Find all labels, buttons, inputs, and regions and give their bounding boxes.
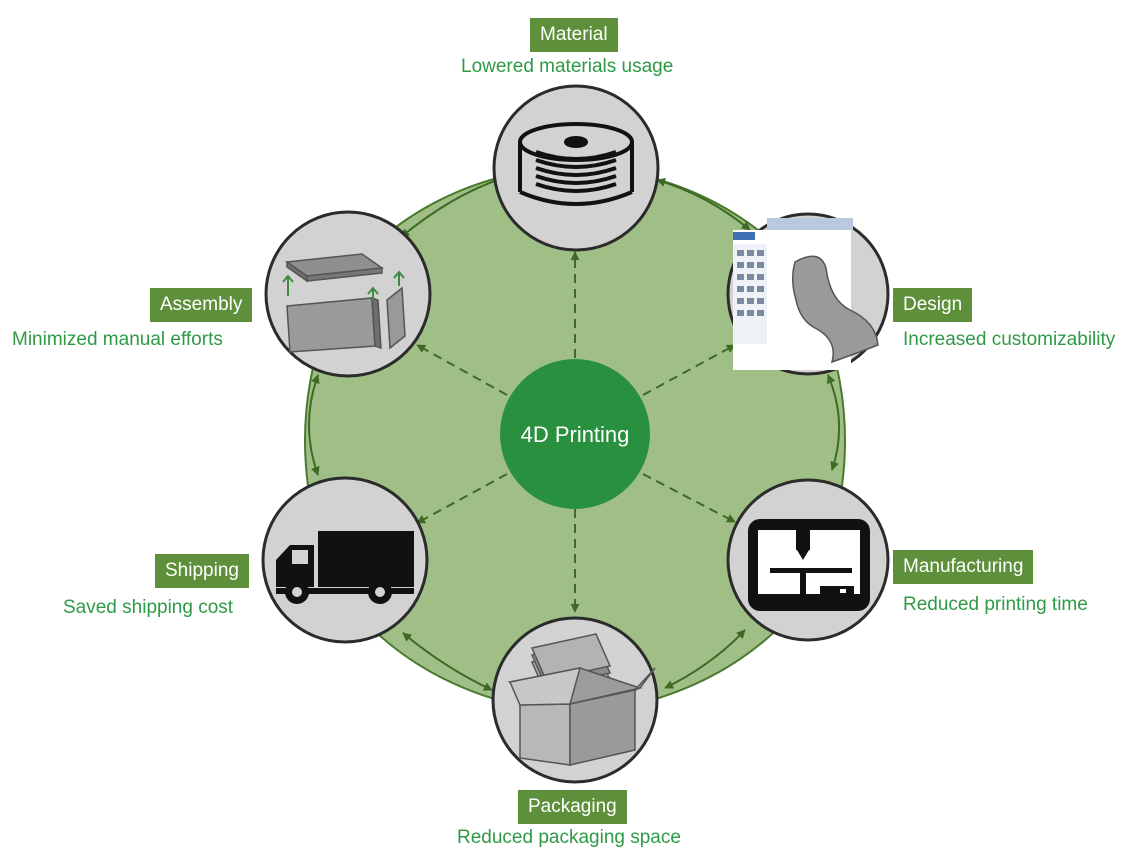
arrow-design-manufacturing bbox=[826, 374, 841, 471]
node-manufacturing bbox=[726, 478, 890, 642]
flat-pack-box-icon bbox=[507, 633, 656, 766]
flat-panels-assembly-icon bbox=[282, 253, 406, 353]
packaging-benefit: Reduced packaging space bbox=[457, 827, 681, 848]
node-packaging bbox=[491, 616, 659, 784]
material-benefit: Lowered materials usage bbox=[461, 56, 674, 77]
arrow-shipping-assembly bbox=[308, 374, 320, 476]
design-benefit: Increased customizability bbox=[903, 329, 1116, 350]
packaging-tag: Packaging bbox=[518, 790, 627, 824]
node-material bbox=[492, 84, 660, 252]
arrow-packaging-shipping bbox=[402, 632, 493, 691]
spoke-assembly bbox=[416, 344, 508, 396]
shipping-tag: Shipping bbox=[155, 554, 249, 588]
center-circle bbox=[500, 359, 650, 509]
arrow-manufacturing-packaging bbox=[664, 629, 746, 689]
manufacturing-benefit: Reduced printing time bbox=[903, 594, 1088, 615]
material-tag: Material bbox=[530, 18, 618, 52]
design-tag: Design bbox=[893, 288, 973, 322]
spoke-design bbox=[642, 344, 736, 396]
arrow-material-design bbox=[400, 176, 504, 238]
manufacturing-tag: Manufacturing bbox=[893, 550, 1034, 584]
truck-icon bbox=[276, 531, 414, 604]
filament-spool-icon bbox=[518, 122, 634, 206]
3d-printer-icon bbox=[748, 519, 870, 611]
assembly-tag: Assembly bbox=[150, 288, 253, 322]
arrow-material-design-right bbox=[656, 177, 751, 231]
cad-chair-icon bbox=[733, 218, 879, 370]
spoke-manufacturing bbox=[642, 473, 736, 523]
shipping-benefit: Saved shipping cost bbox=[63, 597, 234, 618]
center-label: 4D Printing bbox=[520, 422, 630, 447]
cycle-arrows bbox=[308, 176, 841, 691]
node-design bbox=[726, 212, 890, 376]
spokes bbox=[416, 251, 736, 613]
assembly-benefit: Minimized manual efforts bbox=[12, 329, 223, 350]
spoke-shipping bbox=[416, 473, 508, 524]
node-shipping bbox=[261, 476, 429, 644]
node-assembly bbox=[264, 210, 432, 378]
